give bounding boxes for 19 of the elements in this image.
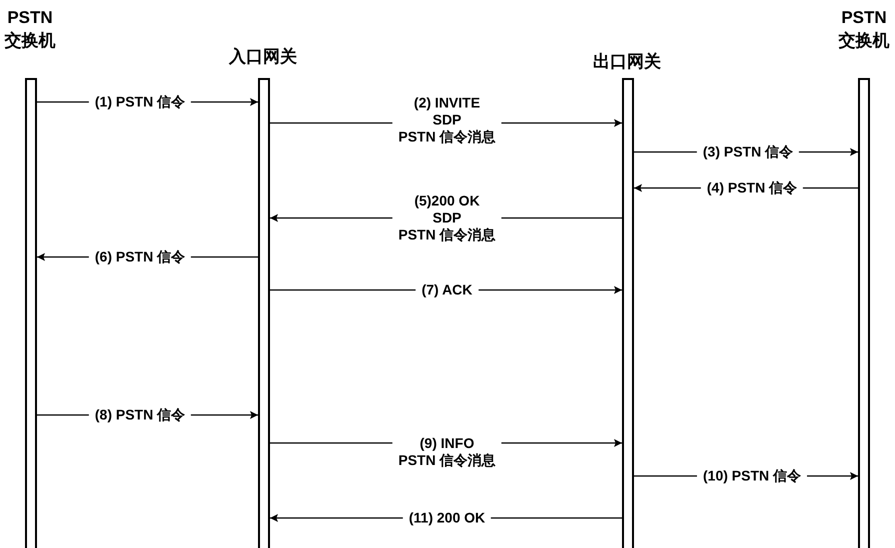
edge-label: (2) INVITE SDP PSTN 信令消息: [392, 94, 502, 146]
lifeline-bar: [858, 78, 870, 548]
edge-label: (5)200 OK SDP PSTN 信令消息: [392, 192, 502, 244]
lifeline-header: PSTN 交换机: [4, 7, 56, 52]
lifeline-header: 出口网关: [592, 51, 662, 73]
lifeline-bar: [258, 78, 270, 548]
edge-label: (8) PSTN 信令: [88, 406, 192, 424]
lifeline-header: 入口网关: [228, 46, 298, 68]
lifeline-bar: [622, 78, 634, 548]
edge-label: (3) PSTN 信令: [696, 144, 800, 160]
edge-label: (11) 200 OK: [402, 510, 492, 526]
lifeline-header: PSTN 交换机: [838, 7, 890, 52]
lifeline-bar: [25, 78, 37, 548]
edge-label: (1) PSTN 信令: [88, 94, 192, 110]
edge-label: (10) PSTN 信令: [697, 468, 807, 484]
edge-label: (6) PSTN 信令: [88, 248, 192, 266]
edge-label: (4) PSTN 信令: [700, 180, 804, 196]
edge-label: (7) ACK: [416, 282, 478, 298]
edge-label: (9) INFO PSTN 信令消息: [392, 435, 502, 469]
